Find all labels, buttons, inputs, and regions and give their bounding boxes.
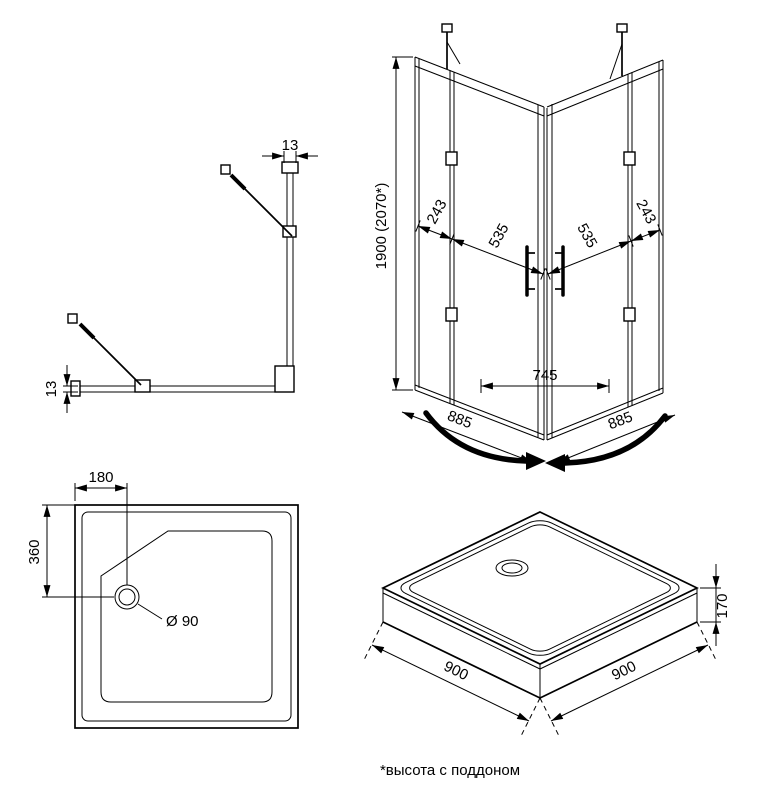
dim-height-label: 1900 (2070*) <box>373 183 390 270</box>
enclosure-3d-view: 1900 (2070*) 243 535 535 243 745 <box>373 23 676 472</box>
dim-right-panel-label: 243 <box>632 197 659 227</box>
hinge <box>623 307 636 322</box>
tray-sides <box>382 588 698 699</box>
dim-left-door-label: 535 <box>486 221 513 251</box>
door-end-profile <box>78 322 96 340</box>
tray-outline <box>74 504 299 729</box>
open-door-right <box>220 164 297 238</box>
dim-left-wall: 243 535 <box>415 197 546 280</box>
dim-height: 1900 (2070*) <box>373 56 413 391</box>
hinge <box>623 151 636 166</box>
dim-profile-width-top: 13 <box>262 137 318 163</box>
door-posts <box>445 70 636 407</box>
dim-drain-offset-y: 360 <box>26 504 114 598</box>
dim-profile-width-top-label: 13 <box>282 137 299 154</box>
dim-entry-width: 745 <box>480 367 610 393</box>
drain-leader: Ø 90 <box>137 603 199 630</box>
dim-base-900-left: 900 <box>371 644 530 722</box>
hinge <box>445 151 458 166</box>
door-knob <box>67 313 78 324</box>
tray-top-face <box>381 511 699 665</box>
dim-base-900-right: 900 <box>550 644 709 722</box>
dim-tray-height: 170 <box>700 564 731 646</box>
door-swing-arrow-right <box>545 413 668 472</box>
wall-brackets <box>441 23 628 80</box>
dim-profile-width-side-label: 13 <box>43 381 60 398</box>
drain-3d <box>495 559 529 577</box>
dim-tray-height-label: 170 <box>714 593 731 618</box>
base-extension-lines <box>363 621 717 737</box>
open-door-left <box>67 313 151 393</box>
dim-drain-offset-x: 180 <box>74 469 128 585</box>
tray-3d-view: 900 900 170 <box>363 511 731 737</box>
top-bracket <box>281 161 299 174</box>
dim-drain-offset-x-label: 180 <box>88 469 113 486</box>
dim-base-right-label: 885 <box>606 408 635 433</box>
left-end-bracket <box>70 380 81 397</box>
drain-diameter-label: Ø 90 <box>166 613 199 630</box>
hinge-block <box>282 225 297 238</box>
drain <box>114 584 140 610</box>
wall-profiles <box>70 161 299 397</box>
corner-block <box>274 365 295 393</box>
door-knob <box>220 164 231 175</box>
dim-left-panel-label: 243 <box>424 197 451 227</box>
door-handles <box>525 245 565 297</box>
dim-drain-offset-y-label: 360 <box>26 539 43 564</box>
plan-view: 13 13 <box>43 137 318 413</box>
door-swing-arrow-left <box>423 410 546 470</box>
footnote: *высота с поддоном <box>380 762 520 779</box>
dim-right-door-label: 535 <box>573 221 600 251</box>
door-end-profile <box>229 173 247 191</box>
basin-outline-with-chamfer <box>100 530 273 703</box>
hinge <box>445 307 458 322</box>
dim-profile-width-side: 13 <box>43 365 78 413</box>
dim-entry-width-label: 745 <box>532 367 557 384</box>
tray-plan-view: Ø 90 180 360 <box>26 469 299 729</box>
dim-base-left: 885 <box>401 407 533 463</box>
